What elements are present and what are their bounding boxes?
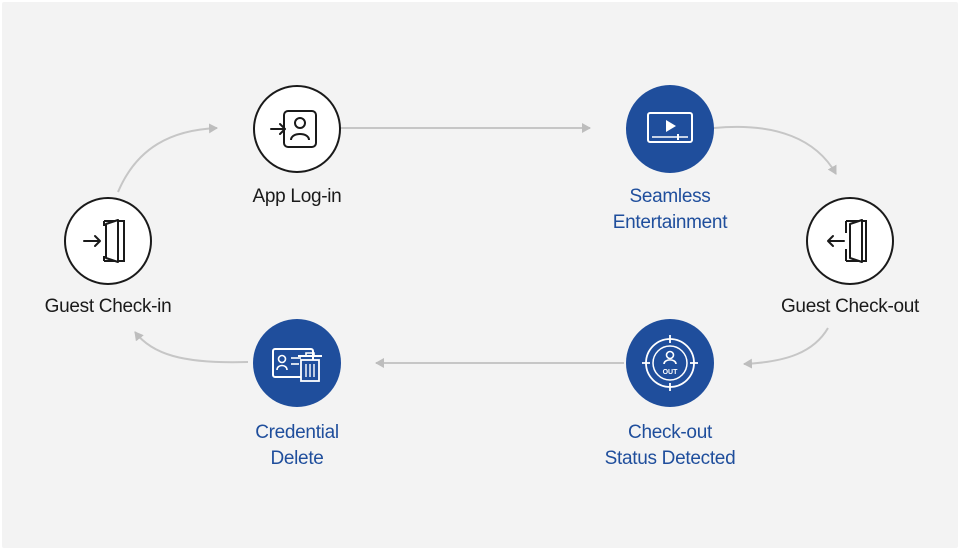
label-line: Check-out (628, 422, 712, 443)
step-label-guest-check-out: Guest Check-out (770, 294, 930, 320)
tv-play-icon (647, 112, 693, 143)
step-guest-check-in (64, 197, 152, 285)
step-credential-delete (253, 319, 341, 407)
step-guest-check-out (806, 197, 894, 285)
arrow-delete-to-checkin (134, 331, 249, 364)
target-out-icon: OUT (642, 335, 698, 391)
step-label-checkout-status-detected: Check-out Status Detected (590, 420, 750, 472)
id-card-trash-icon (272, 348, 322, 382)
label-line: Guest Check-out (780, 296, 920, 317)
app-login-icon (270, 110, 317, 148)
label-line: Seamless (629, 186, 711, 207)
door-exit-icon (827, 219, 867, 263)
step-label-seamless-entertainment: Seamless Entertainment (590, 184, 750, 236)
label-line: Credential (255, 422, 339, 443)
label-line: App Log-in (252, 186, 342, 207)
out-badge-text: OUT (663, 369, 679, 376)
step-app-login (253, 85, 341, 173)
label-line: Guest Check-in (44, 296, 172, 317)
step-label-credential-delete: Credential Delete (217, 420, 377, 472)
label-line: Delete (270, 448, 324, 469)
step-label-app-login: App Log-in (217, 184, 377, 210)
label-line: Entertainment (612, 212, 728, 233)
arrow-checkout-to-status (743, 327, 829, 369)
arrow-entertainment-to-checkout (713, 125, 837, 175)
door-enter-icon (83, 219, 125, 263)
label-line: Status Detected (604, 448, 736, 469)
step-seamless-entertainment (626, 85, 714, 173)
arrow-checkin-to-login (117, 123, 218, 193)
step-label-guest-check-in: Guest Check-in (28, 294, 188, 320)
step-checkout-status-detected: OUT (626, 319, 714, 407)
